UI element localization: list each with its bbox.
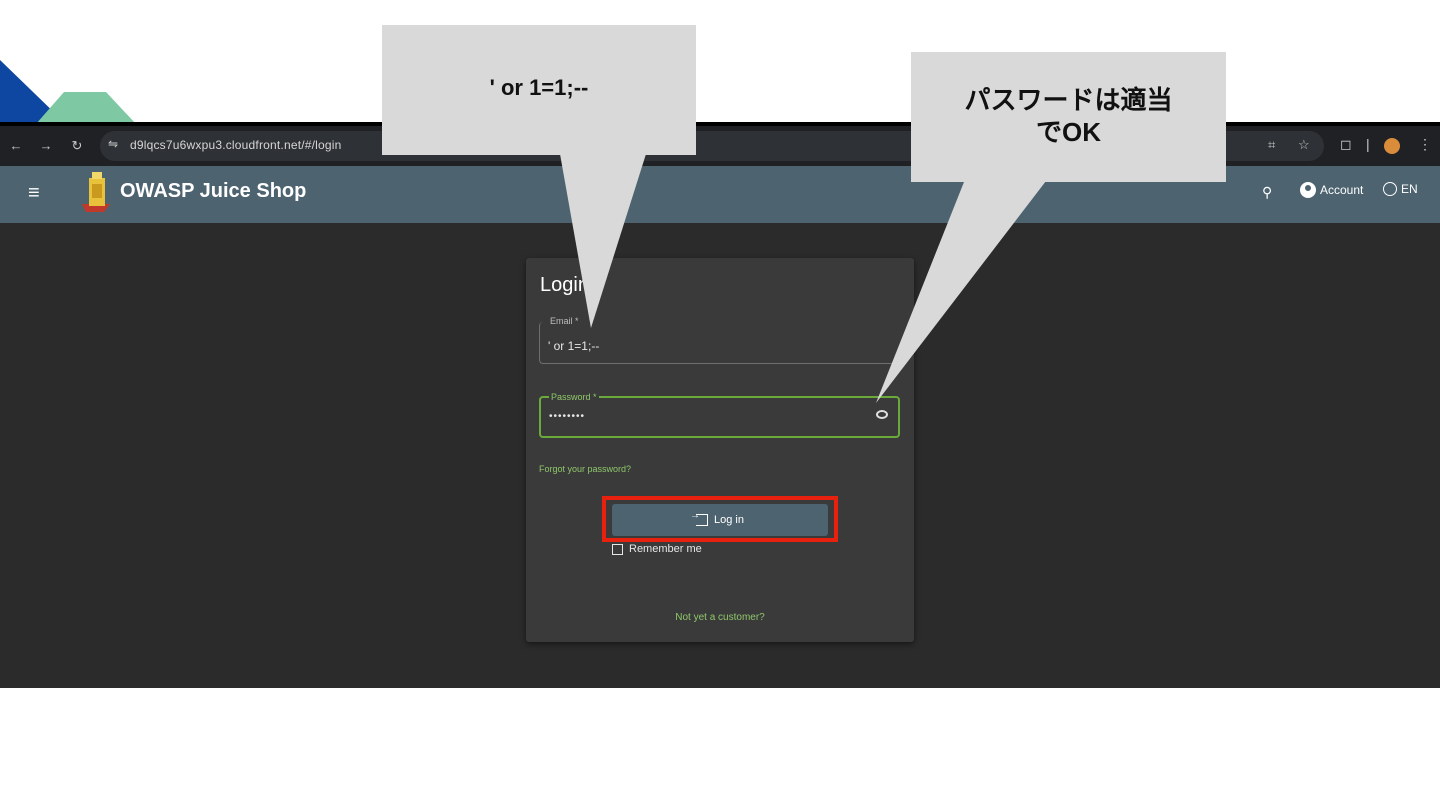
- browser-menu-icon[interactable]: ⋮: [1418, 136, 1432, 152]
- profile-avatar[interactable]: [1384, 138, 1400, 154]
- callout-injection: ' or 1=1;--: [382, 25, 696, 155]
- site-settings-icon[interactable]: ⇋: [108, 137, 119, 151]
- email-label: Email *: [548, 316, 581, 326]
- globe-icon: [1383, 182, 1397, 196]
- window-top-edge: [0, 122, 1440, 126]
- callout-password-text: パスワードは適当 でOK: [911, 84, 1226, 148]
- bookmark-star-icon[interactable]: ☆: [1298, 137, 1310, 152]
- remember-me-checkbox[interactable]: Remember me: [612, 543, 702, 555]
- login-title: Login: [540, 274, 589, 296]
- language-label: EN: [1401, 182, 1418, 196]
- email-field[interactable]: Email * ' or 1=1;--: [539, 316, 900, 364]
- language-button[interactable]: EN: [1383, 182, 1418, 196]
- search-icon[interactable]: ⚲: [1262, 184, 1273, 200]
- hamburger-menu-icon[interactable]: ≡: [28, 182, 40, 204]
- callout-injection-text: ' or 1=1;--: [489, 75, 589, 100]
- screenshot: ← → ↻ ⇋ d9lqcs7u6wxpu3.cloudfront.net/#/…: [0, 122, 1440, 688]
- login-button[interactable]: Log in: [612, 504, 828, 536]
- forgot-password-link[interactable]: Forgot your password?: [539, 464, 632, 474]
- password-label: Password *: [549, 392, 599, 402]
- register-link[interactable]: Not yet a customer?: [675, 612, 765, 623]
- login-button-highlight: [602, 496, 838, 542]
- url-text: d9lqcs7u6wxpu3.cloudfront.net/#/login: [130, 138, 342, 152]
- account-label: Account: [1320, 183, 1364, 197]
- login-enter-icon: [690, 510, 708, 526]
- translate-icon[interactable]: ⌗: [1268, 137, 1276, 152]
- callout-password: パスワードは適当 でOK: [911, 52, 1226, 182]
- back-icon[interactable]: ←: [9, 138, 23, 153]
- extensions-icon[interactable]: ◻: [1340, 136, 1352, 152]
- app-title[interactable]: OWASP Juice Shop: [120, 180, 307, 202]
- callout-password-line2: でOK: [1035, 117, 1101, 147]
- account-button[interactable]: Account: [1300, 182, 1363, 198]
- callout-password-line1: パスワードは適当: [964, 85, 1173, 115]
- forward-icon[interactable]: →: [39, 138, 53, 153]
- password-field[interactable]: Password * ••••••••: [539, 392, 900, 438]
- email-value: ' or 1=1;--: [548, 339, 600, 353]
- password-value: ••••••••: [549, 411, 586, 422]
- toolbar-divider-icon: |: [1366, 136, 1370, 152]
- show-password-eye-icon[interactable]: [876, 410, 888, 419]
- reload-icon[interactable]: ↻: [71, 138, 83, 153]
- login-button-label: Log in: [714, 514, 744, 526]
- checkbox-box[interactable]: [612, 543, 623, 555]
- remember-me-label: Remember me: [629, 543, 702, 555]
- account-icon: [1300, 182, 1316, 198]
- juice-shop-logo-icon: [82, 172, 110, 212]
- login-card: Login Email * ' or 1=1;-- Password * •••…: [526, 258, 914, 642]
